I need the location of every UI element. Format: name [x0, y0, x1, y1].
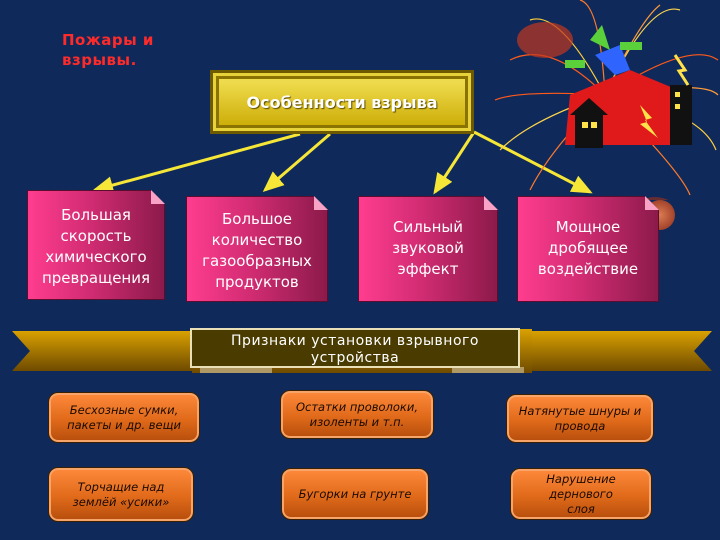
feature-card: Сильный звуковой эффект [358, 196, 498, 302]
sign-item: Бугорки на грунте [281, 468, 429, 520]
feature-card: Большое количество газообразных продукто… [186, 196, 328, 302]
feature-card: Большая скорость химического превращения [27, 190, 165, 300]
explosion-illustration [494, 0, 719, 200]
sign-item: Торчащие над землёй «усики» [48, 467, 194, 522]
sign-item: Нарушение дернового слоя [510, 468, 652, 520]
center-topic-label: Особенности взрыва [246, 92, 438, 112]
arrow-to-feature-3 [433, 131, 476, 195]
feature-card-text: Большая скорость химического превращения [41, 206, 151, 287]
feature-card-text: Мощное дробящее воздействие [537, 218, 639, 278]
banner-label: Признаки установки взрывного устройства [190, 328, 520, 368]
sign-item: Натянутые шнуры и провода [506, 394, 654, 443]
sign-item-text: Бесхозные сумки, пакеты и др. вещи [67, 402, 181, 432]
sign-item-text: Нарушение дернового слоя [546, 471, 616, 516]
sign-item-text: Натянутые шнуры и провода [518, 403, 642, 433]
sign-item-text: Остатки проволоки, изоленты и т.п. [295, 399, 419, 429]
sign-item-text: Торчащие над землёй «усики» [72, 479, 170, 509]
arrow-to-feature-4 [473, 130, 593, 194]
arrow-to-feature-2 [262, 132, 331, 192]
feature-card-text: Большое количество газообразных продукто… [202, 210, 312, 291]
center-topic-box: Особенности взрыва [210, 70, 474, 134]
arrow-to-feature-1 [92, 132, 301, 194]
feature-card: Мощное дробящее воздействие [517, 196, 659, 302]
sign-item: Остатки проволоки, изоленты и т.п. [280, 390, 434, 439]
sign-item-text: Бугорки на грунте [298, 486, 412, 501]
page-title: Пожары и взрывы. [62, 30, 202, 70]
sign-item: Бесхозные сумки, пакеты и др. вещи [48, 392, 200, 443]
feature-card-text: Сильный звуковой эффект [392, 218, 464, 278]
title-text: Пожары и взрывы. [62, 31, 154, 69]
